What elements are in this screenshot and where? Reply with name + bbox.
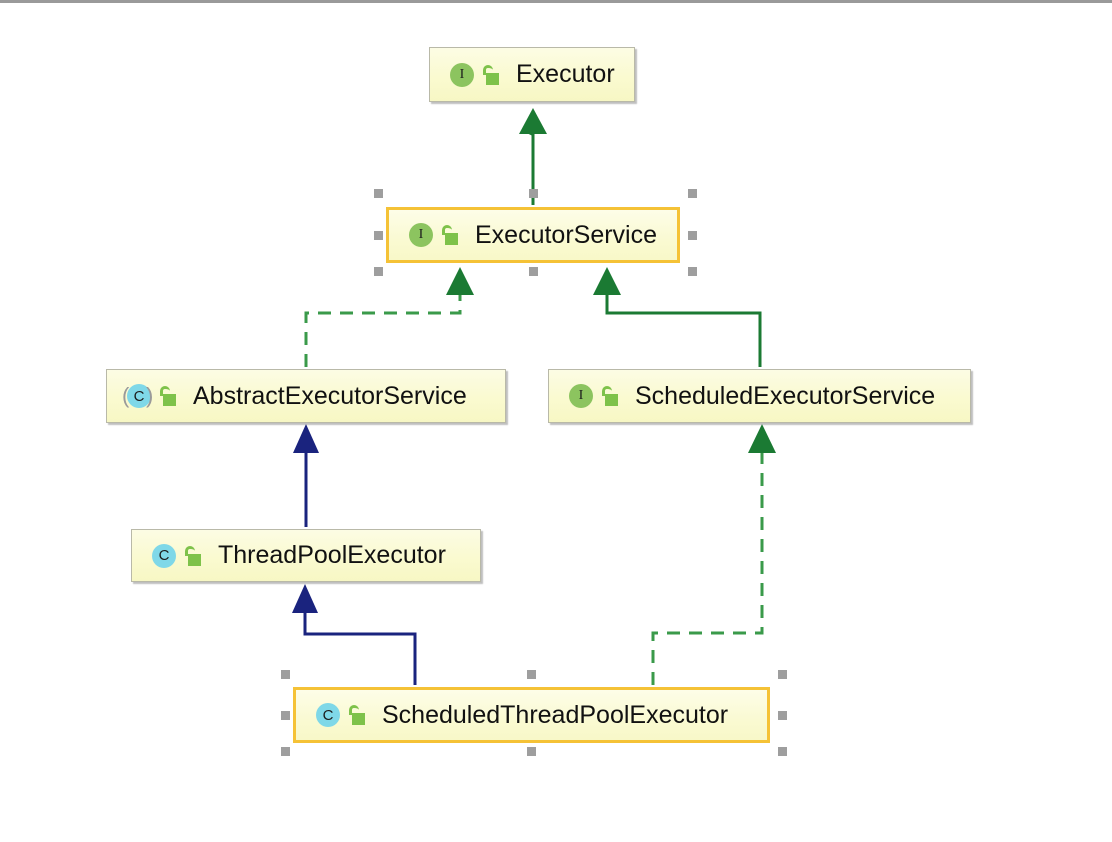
node-label: ThreadPoolExecutor: [218, 541, 446, 569]
node-scheduled-executor-service[interactable]: I ScheduledExecutorService: [548, 369, 971, 423]
toolbar-separator: [0, 0, 1112, 3]
selection-handle-ne[interactable]: [688, 189, 697, 198]
node-label: ScheduledExecutorService: [635, 381, 936, 410]
edge-threadpool-extends-abstract[interactable]: [293, 424, 319, 527]
edge-scheduledexecutorservice-extends-executorservice[interactable]: [593, 267, 762, 367]
selection-handle-sw[interactable]: [374, 267, 383, 276]
class-icon: C: [312, 700, 342, 730]
selection-handle-n[interactable]: [529, 189, 538, 198]
unlock-icon: [159, 385, 179, 407]
unlock-icon: [348, 704, 368, 726]
class-icon: C: [148, 541, 178, 571]
selection-handle-nw[interactable]: [281, 670, 290, 679]
node-thread-pool-executor[interactable]: C ThreadPoolExecutor: [131, 529, 481, 582]
node-label: AbstractExecutorService: [193, 381, 467, 410]
selection-handle-se[interactable]: [778, 747, 787, 756]
unlock-icon: [601, 385, 621, 407]
node-label: Executor: [516, 60, 615, 88]
node-abstract-executor-service[interactable]: ( C ) AbstractExecutorService: [106, 369, 506, 423]
selection-handle-nw[interactable]: [374, 189, 383, 198]
node-label: ScheduledThreadPoolExecutor: [382, 700, 729, 729]
edge-scheduledthreadpool-extends-threadpool[interactable]: [292, 584, 417, 685]
selection-handle-w[interactable]: [374, 231, 383, 240]
selection-handle-e[interactable]: [688, 231, 697, 240]
node-scheduled-thread-pool-executor[interactable]: C ScheduledThreadPoolExecutor: [292, 686, 771, 744]
selection-handle-se[interactable]: [688, 267, 697, 276]
node-label: ExecutorService: [475, 220, 658, 249]
interface-icon: I: [405, 220, 435, 250]
selection-handle-s[interactable]: [529, 267, 538, 276]
selection-handle-e[interactable]: [778, 711, 787, 720]
unlock-icon: [184, 545, 204, 567]
selection-handle-ne[interactable]: [778, 670, 787, 679]
node-executor-service[interactable]: I ExecutorService: [385, 206, 681, 264]
selection-handle-s[interactable]: [527, 747, 536, 756]
unlock-icon: [441, 224, 461, 246]
interface-icon: I: [565, 381, 595, 411]
interface-icon: I: [446, 60, 476, 90]
edge-scheduledthreadpool-implements-scheduledexecutorservice[interactable]: [651, 424, 776, 685]
abstract-class-icon: ( C ): [122, 383, 154, 408]
selection-handle-w[interactable]: [281, 711, 290, 720]
selection-handle-sw[interactable]: [281, 747, 290, 756]
node-executor[interactable]: I Executor: [429, 47, 635, 102]
unlock-icon: [482, 64, 502, 86]
edge-abstract-implements-executorservice[interactable]: [304, 267, 474, 367]
selection-handle-n[interactable]: [527, 670, 536, 679]
